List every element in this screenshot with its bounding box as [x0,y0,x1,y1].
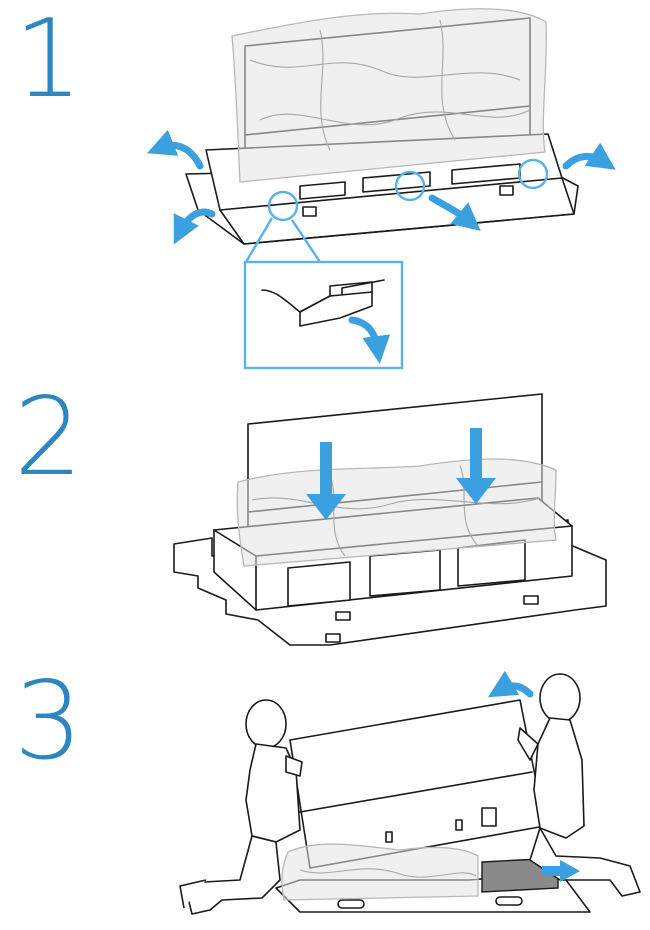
step-2-down-arrow [306,442,346,520]
step-1-clip-highlight [517,158,549,190]
step-1-illustration [146,8,616,370]
step-1-clip-highlight [394,170,426,202]
step-3-tv-panel [289,699,546,869]
step-3-person-left [179,699,303,915]
step-1-clip-highlight [267,190,299,222]
step-2-number: 2 [14,375,83,500]
step-1-arrow [146,129,204,170]
step-1-number: 1 [14,0,83,122]
step-3-illustration [179,670,641,915]
step-1-arrow [428,194,481,231]
step-1-plastic-bag [231,8,547,183]
step-1-arrow [173,208,216,245]
step-3-plastic-bag [281,843,479,901]
step-2-down-arrow [456,428,496,504]
step-3-number: 3 [14,659,83,784]
step-3-arrow [487,670,534,698]
step-3-arrow [542,860,580,882]
step-3-person-right [517,673,641,897]
step-1-arrow [562,142,616,170]
step-2-illustration [173,393,607,646]
